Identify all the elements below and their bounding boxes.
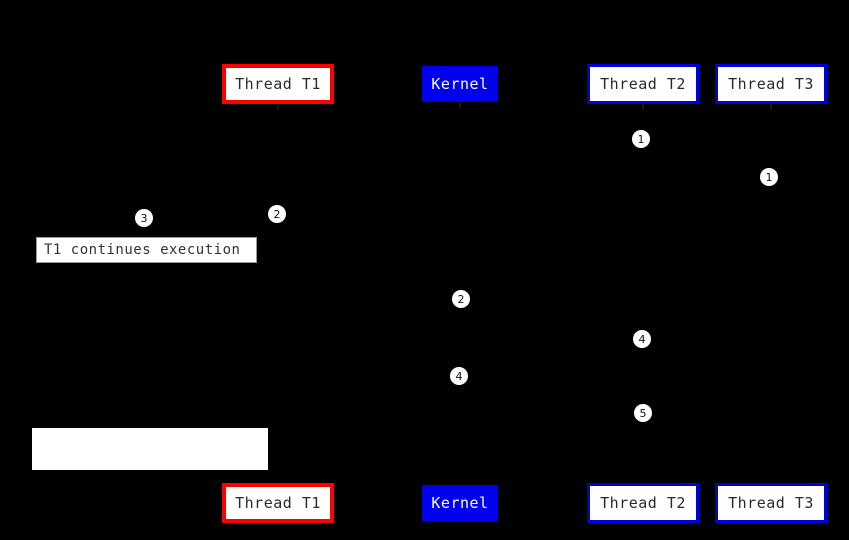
- participant-label: Kernel: [431, 74, 489, 93]
- participant-thread-t3-top[interactable]: Thread T3: [715, 64, 827, 104]
- note-t1-continues: T1 continues execution: [36, 237, 257, 263]
- marker-label: 2: [273, 207, 281, 221]
- lifeline-t3-stub: [770, 104, 772, 110]
- step-marker-5-t2: 5: [634, 404, 652, 422]
- participant-label: Thread T2: [600, 493, 686, 512]
- marker-label: 2: [457, 292, 465, 306]
- participant-label: Thread T1: [235, 493, 321, 512]
- marker-label: 1: [637, 132, 645, 146]
- marker-label: 1: [765, 170, 773, 184]
- step-marker-4-t2: 4: [633, 330, 651, 348]
- lifeline-t1: [278, 104, 279, 483]
- lifeline-t3: [771, 104, 772, 483]
- participant-label: Thread T1: [235, 74, 321, 93]
- note-text: T1 continues execution: [44, 242, 241, 258]
- participant-label: Thread T2: [600, 74, 686, 93]
- step-marker-1-t3: 1: [760, 168, 778, 186]
- participant-thread-t2-top[interactable]: Thread T2: [587, 64, 699, 104]
- participant-thread-t3-bottom[interactable]: Thread T3: [715, 483, 827, 523]
- participant-thread-t2-bottom[interactable]: Thread T2: [587, 483, 699, 523]
- participant-thread-t1-top[interactable]: Thread T1: [222, 64, 334, 104]
- participant-thread-t1-bottom[interactable]: Thread T1: [222, 483, 334, 523]
- marker-label: 4: [638, 332, 646, 346]
- step-marker-2-t1: 2: [268, 205, 286, 223]
- blank-panel: [32, 428, 268, 470]
- participant-label: Thread T3: [728, 74, 814, 93]
- step-marker-1-t2: 1: [632, 130, 650, 148]
- step-marker-3-t1: 3: [135, 209, 153, 227]
- marker-label: 4: [455, 369, 463, 383]
- lifeline-t2-stub: [642, 104, 644, 110]
- participant-kernel-bottom[interactable]: Kernel: [422, 485, 498, 521]
- lifeline-t2: [643, 104, 644, 483]
- step-marker-2-kernel: 2: [452, 290, 470, 308]
- step-marker-4-kernel: 4: [450, 367, 468, 385]
- participant-kernel-top[interactable]: Kernel: [422, 66, 498, 102]
- lifeline-t1-stub: [277, 104, 279, 110]
- participant-label: Kernel: [431, 493, 489, 512]
- lifeline-kernel-stub: [459, 102, 461, 108]
- participant-label: Thread T3: [728, 493, 814, 512]
- marker-label: 5: [639, 406, 647, 420]
- marker-label: 3: [140, 211, 148, 225]
